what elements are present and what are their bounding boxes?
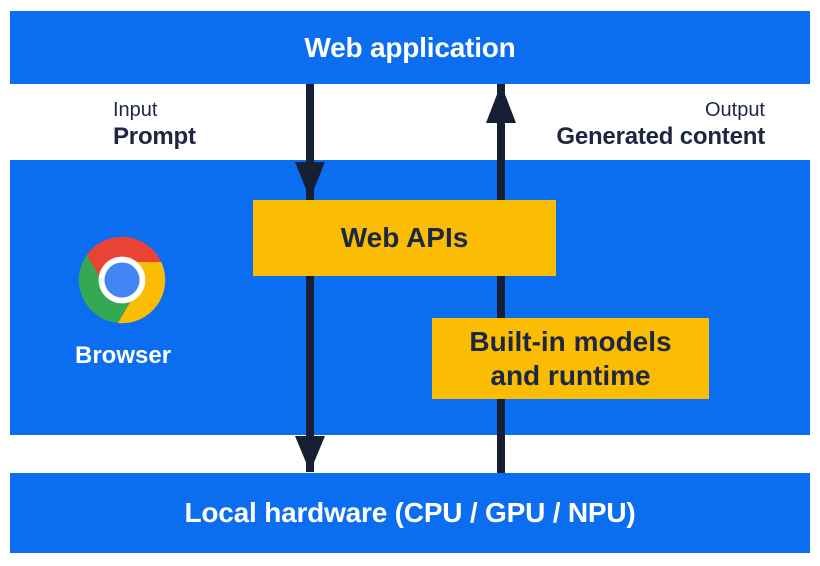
input-value: Prompt	[113, 123, 196, 150]
builtin-models-label-line1: Built-in models	[469, 325, 672, 357]
local-hardware-label: Local hardware (CPU / GPU / NPU)	[184, 497, 636, 528]
arrow-down-icon	[295, 162, 325, 199]
chrome-logo-icon	[78, 236, 166, 324]
builtin-models-label-line2: and runtime	[490, 359, 651, 391]
arrow-up-icon	[486, 84, 516, 123]
web-apis-box: Web APIs	[253, 200, 556, 276]
output-label-group: Output Generated content	[556, 97, 765, 151]
arrow-down-icon	[295, 436, 325, 472]
web-application-band: Web application	[10, 11, 810, 84]
web-application-label: Web application	[304, 31, 516, 63]
web-apis-label: Web APIs	[340, 222, 469, 253]
builtin-models-box: Built-in models and runtime	[432, 318, 709, 399]
input-label-group: Input Prompt	[113, 97, 196, 151]
output-flow-line	[497, 84, 505, 473]
input-caption: Input	[113, 99, 158, 121]
browser-label: Browser	[75, 342, 172, 369]
output-caption: Output	[704, 99, 765, 121]
input-flow-line	[306, 84, 314, 472]
local-hardware-band: Local hardware (CPU / GPU / NPU)	[10, 473, 810, 553]
output-value: Generated content	[556, 123, 765, 150]
